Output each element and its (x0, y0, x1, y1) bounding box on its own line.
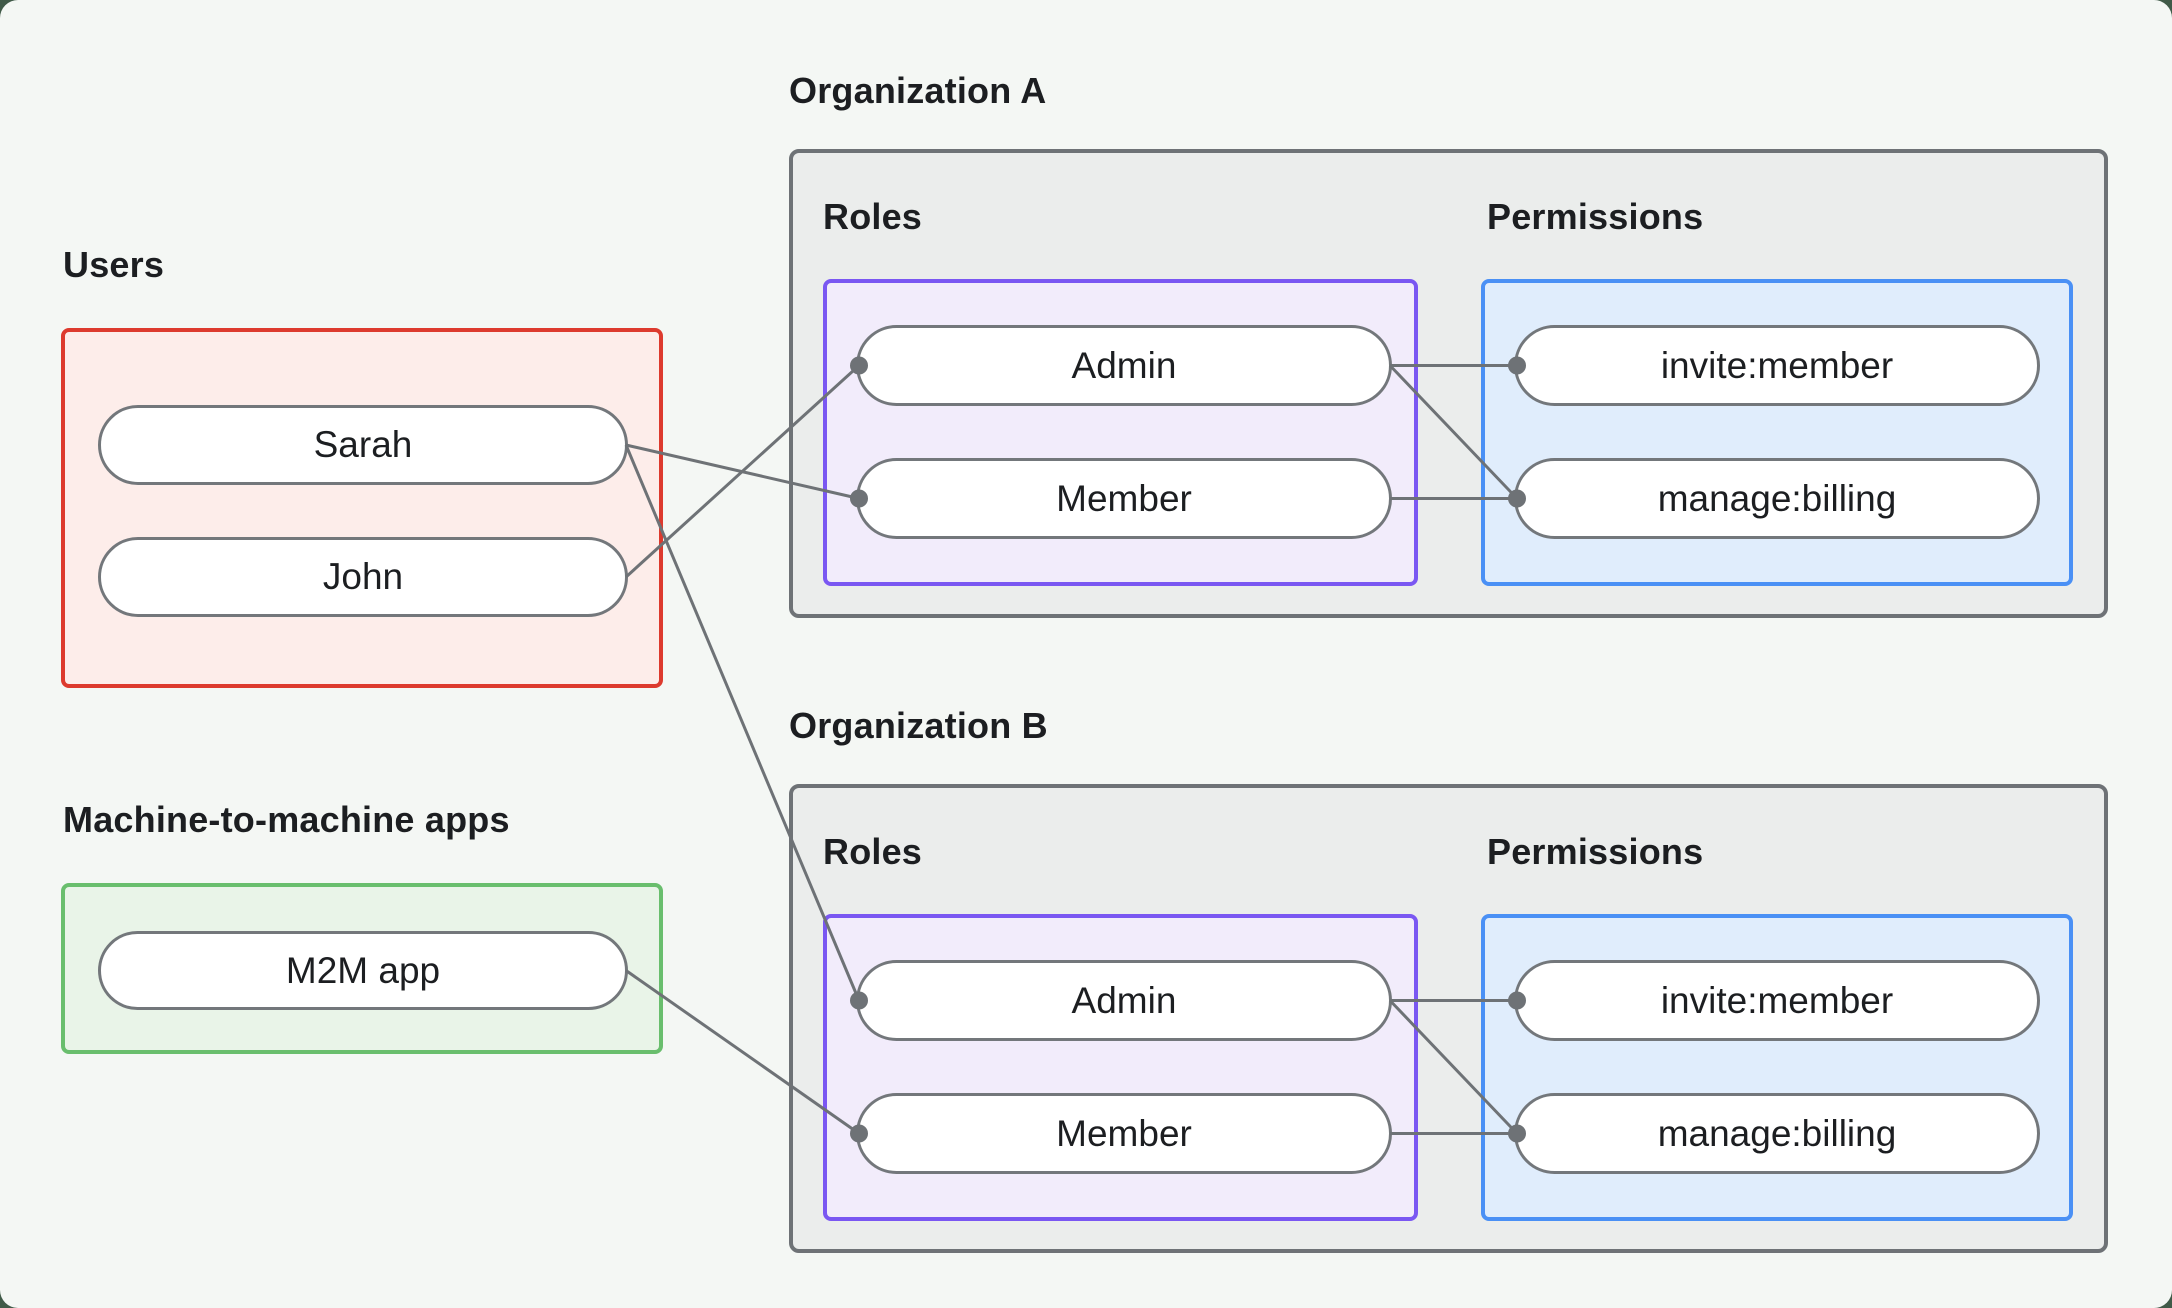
org-a-role-member: Member (856, 458, 1392, 539)
org-b-title: Organization B (789, 705, 1048, 746)
org-a-permissions-label: Permissions (1487, 196, 1704, 237)
org-b-role-member: Member (856, 1093, 1392, 1174)
org-a-title: Organization A (789, 70, 1047, 111)
org-b-roles-label: Roles (823, 831, 923, 872)
user-node-sarah: Sarah (98, 405, 628, 485)
org-a-permission-manage-billing: manage:billing (1514, 458, 2040, 539)
org-b-permissions-label: Permissions (1487, 831, 1704, 872)
org-a-roles-label: Roles (823, 196, 923, 237)
users-group-label: Users (63, 244, 165, 285)
org-b-permission-invite-member: invite:member (1514, 960, 2040, 1041)
org-a-permission-invite-member: invite:member (1514, 325, 2040, 406)
org-b-role-admin: Admin (856, 960, 1392, 1041)
users-group-box (61, 328, 663, 688)
org-a-role-admin: Admin (856, 325, 1392, 406)
m2m-group-label: Machine-to-machine apps (63, 799, 510, 840)
user-node-john: John (98, 537, 628, 617)
org-b-permission-manage-billing: manage:billing (1514, 1093, 2040, 1174)
m2m-app-node: M2M app (98, 931, 628, 1010)
